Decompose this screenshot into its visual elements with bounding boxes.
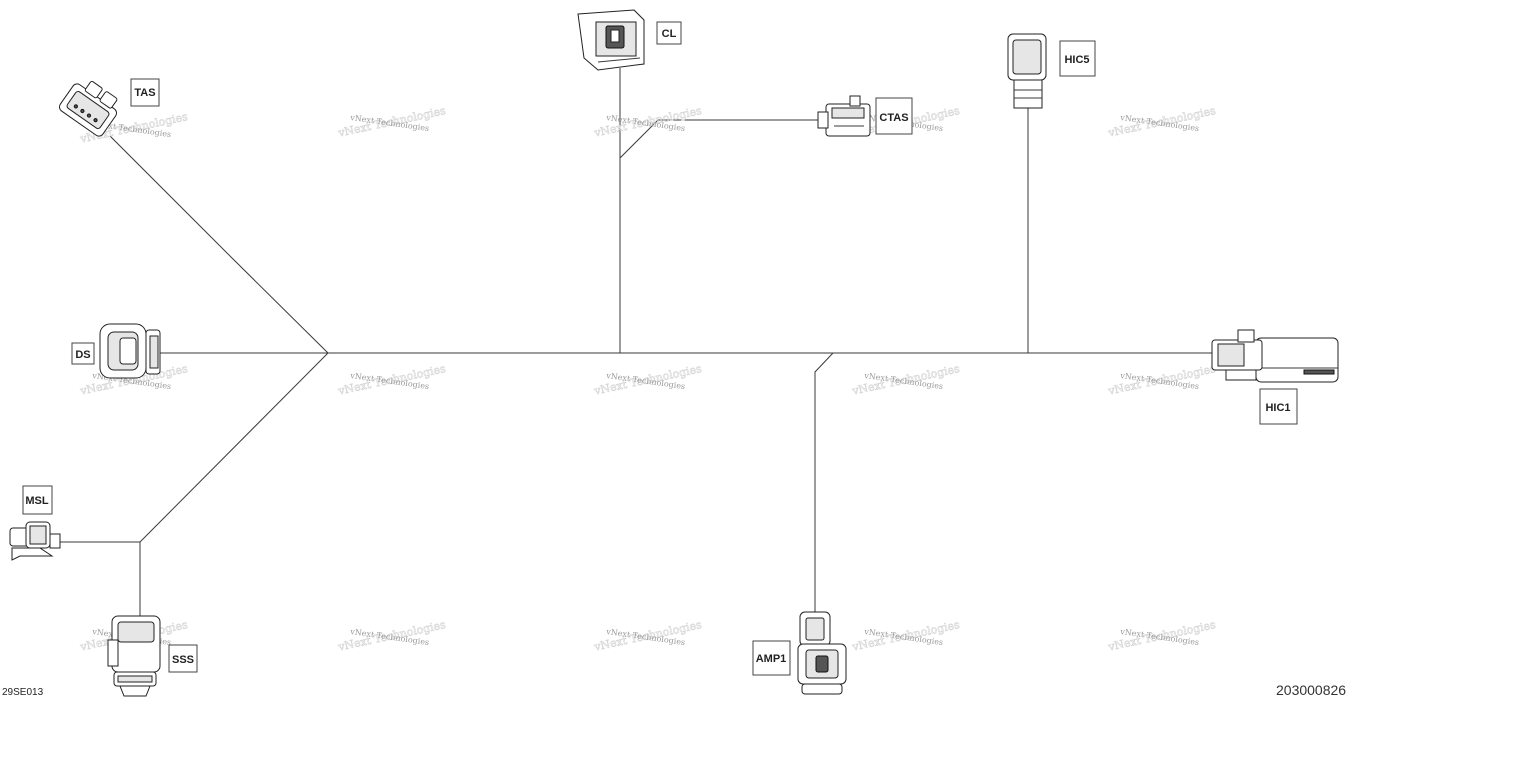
wire-tas xyxy=(109,135,329,354)
connector-amp1-icon xyxy=(797,611,847,695)
connector-cl: CL xyxy=(577,9,682,71)
connector-hic5: HIC5 xyxy=(1007,33,1096,109)
connector-label-cl: CL xyxy=(662,28,677,40)
watermarks: vNext Technologies vNext Technologies vN… xyxy=(78,104,1218,654)
connector-label-msl: MSL xyxy=(25,495,49,507)
wire-msl-sss-branch xyxy=(139,352,329,543)
watermark: vNext Technologies vNext Technologies xyxy=(1106,362,1218,398)
connector-hic5-icon xyxy=(1007,33,1047,109)
connector-hic1-icon xyxy=(1211,329,1339,383)
watermark: vNext Technologies vNext Technologies xyxy=(336,104,448,140)
connector-label-hic5: HIC5 xyxy=(1064,54,1089,66)
watermark: vNext Technologies vNext Technologies xyxy=(850,362,962,398)
connector-label-hic1: HIC1 xyxy=(1265,402,1290,414)
connector-sss: SSS xyxy=(107,615,198,697)
connector-amp1: AMP1 xyxy=(752,611,847,695)
connector-cl-icon xyxy=(577,9,645,71)
connector-ds: DS xyxy=(71,323,161,379)
watermark: vNext Technologies vNext Technologies xyxy=(1106,618,1218,654)
connector-label-amp1: AMP1 xyxy=(756,653,787,665)
connector-ctas-icon xyxy=(817,95,871,137)
connector-label-ds: DS xyxy=(75,349,90,361)
watermark: vNext Technologies vNext Technologies xyxy=(592,618,704,654)
connector-label-tas: TAS xyxy=(134,87,155,99)
wire-amp1 xyxy=(814,352,834,612)
watermark: vNext Technologies vNext Technologies xyxy=(1106,104,1218,140)
watermark: vNext Technologies vNext Technologies xyxy=(336,362,448,398)
connector-tas-icon xyxy=(58,80,118,137)
watermark: vNext Technologies vNext Technologies xyxy=(592,104,704,140)
diagram-code-right: 203000826 xyxy=(1276,682,1346,698)
connector-ctas: CTAS xyxy=(817,95,913,137)
connector-label-sss: SSS xyxy=(172,654,194,666)
connector-ds-icon xyxy=(99,323,161,379)
connector-label-ctas: CTAS xyxy=(879,112,908,124)
connector-tas: TAS xyxy=(58,78,160,137)
connector-hic1: HIC1 xyxy=(1211,329,1339,425)
wires xyxy=(58,68,1212,622)
connector-msl: MSL xyxy=(9,485,61,561)
connector-sss-icon xyxy=(107,615,161,697)
watermark: vNext Technologies vNext Technologies xyxy=(850,618,962,654)
watermark: vNext Technologies vNext Technologies xyxy=(336,618,448,654)
connector-msl-icon xyxy=(9,521,61,561)
wire-ctas xyxy=(619,119,822,159)
watermark: vNext Technologies vNext Technologies xyxy=(592,362,704,398)
diagram-code-left: 29SE013 xyxy=(2,687,44,698)
